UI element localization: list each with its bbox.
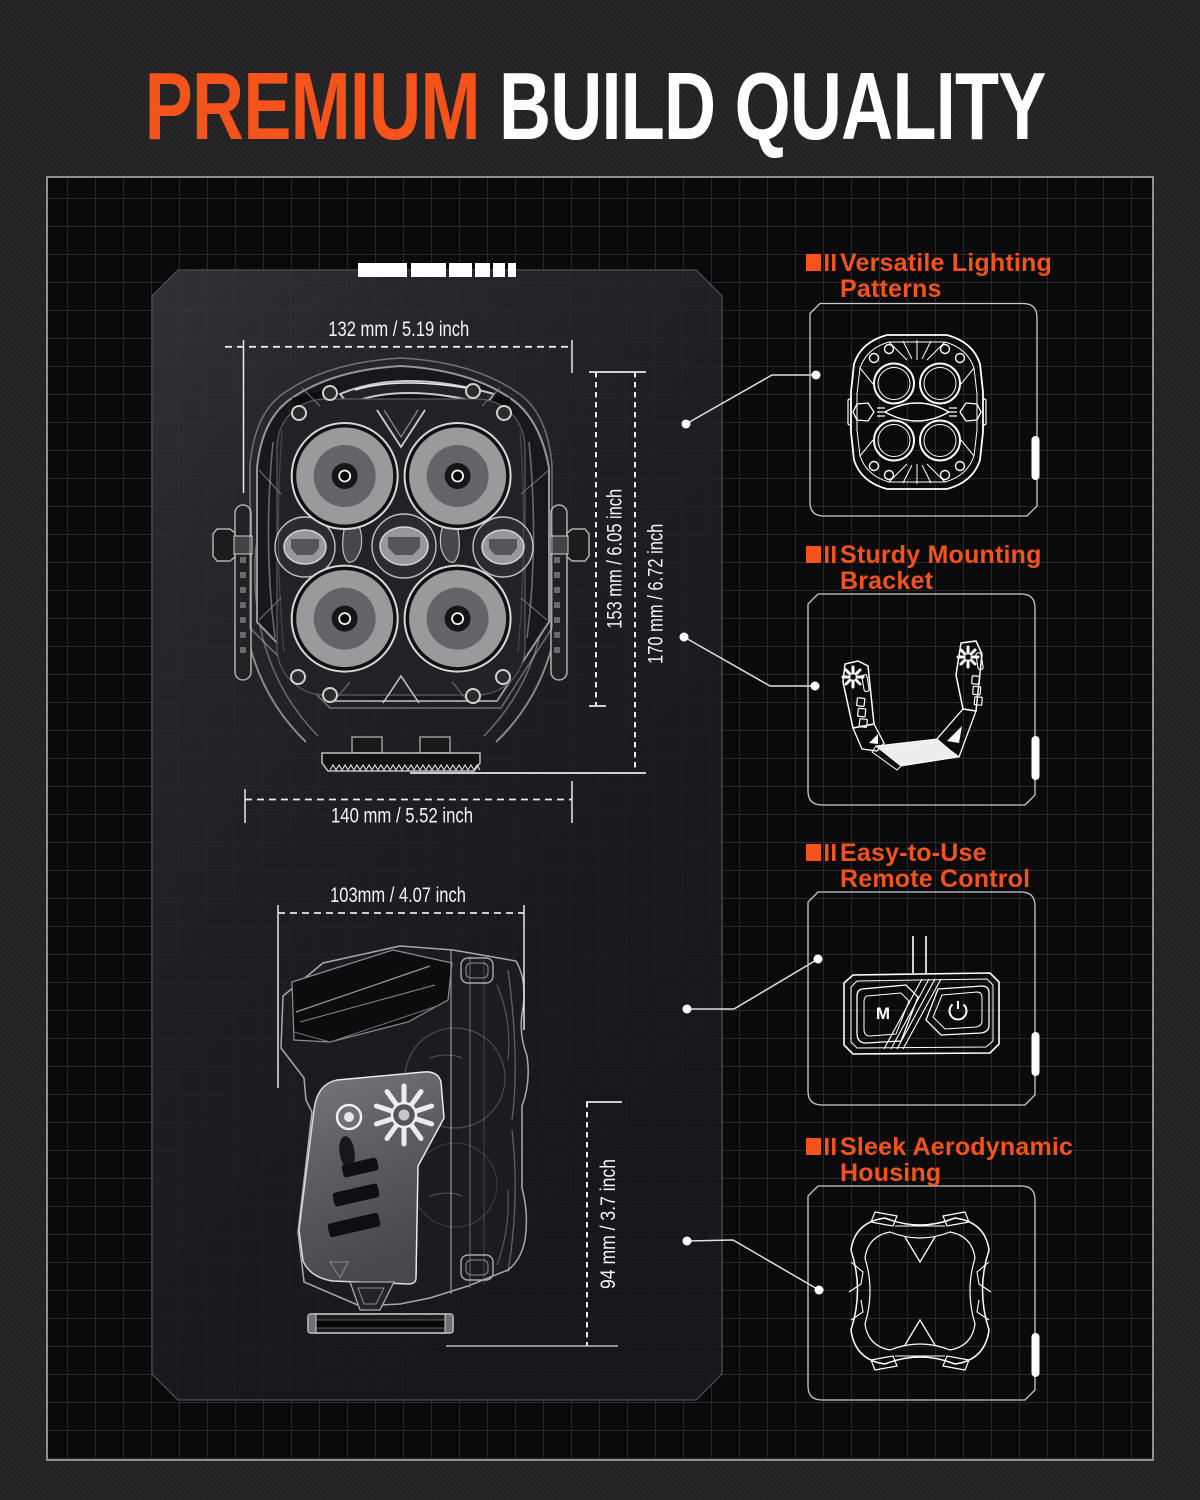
- svg-text:94 mm / 3.7 inch: 94 mm / 3.7 inch: [597, 1159, 621, 1289]
- svg-text:103mm / 4.07 inch: 103mm / 4.07 inch: [330, 884, 466, 907]
- svg-text:132 mm / 5.19 inch: 132 mm / 5.19 inch: [328, 318, 469, 341]
- svg-text:170 mm / 6.72 inch: 170 mm / 6.72 inch: [645, 524, 668, 664]
- svg-text:140 mm / 5.52 inch: 140 mm / 5.52 inch: [331, 805, 473, 828]
- svg-text:M: M: [876, 1004, 890, 1023]
- svg-text:153 mm / 6.05 inch: 153 mm / 6.05 inch: [603, 489, 626, 629]
